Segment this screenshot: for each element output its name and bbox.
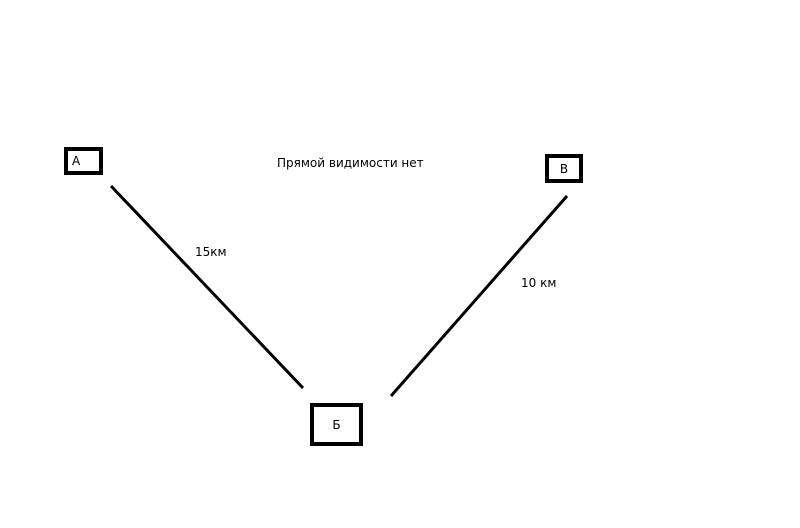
no-line-of-sight-note: Прямой видимости нет: [277, 156, 424, 170]
node-v-label: В: [559, 161, 569, 176]
node-b: Б: [310, 403, 363, 446]
node-b-label: Б: [332, 417, 341, 432]
node-a-label: А: [72, 154, 81, 168]
edge-a-b: [109, 184, 305, 390]
edge-b-v: [389, 195, 569, 397]
node-a: А: [64, 147, 103, 175]
distance-a-b-label: 15км: [195, 245, 227, 259]
distance-b-v-label: 10 км: [521, 276, 557, 290]
node-v: В: [545, 154, 583, 183]
